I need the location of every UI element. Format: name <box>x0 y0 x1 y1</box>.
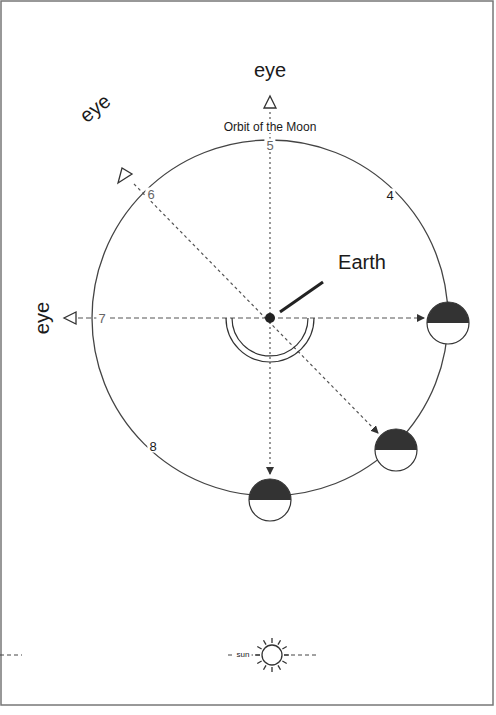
eye-symbol <box>264 96 276 108</box>
moon-phase <box>249 479 291 521</box>
moon-phase <box>375 429 417 471</box>
callout-number: 6 <box>145 188 156 201</box>
eye-label: eye <box>254 60 286 80</box>
sight-line <box>78 317 424 318</box>
callout-number: 4 <box>384 189 395 202</box>
horizon-arc <box>232 318 308 356</box>
horizon-arc <box>226 318 314 362</box>
sun-symbol <box>255 638 289 672</box>
callout-number: 7 <box>96 312 107 325</box>
sun-label: sun <box>235 651 252 659</box>
orbit-label: Orbit of the Moon <box>222 121 319 133</box>
eye-symbol <box>64 312 76 324</box>
earth-label: Earth <box>338 252 386 272</box>
frame <box>1 1 493 705</box>
earth-dot <box>265 313 275 323</box>
eye-label: eye <box>32 302 52 334</box>
sun-line <box>0 655 22 656</box>
sight-line <box>269 112 270 474</box>
callout-number: 5 <box>264 139 275 152</box>
eye-symbol <box>118 168 132 183</box>
leader-line <box>280 282 323 312</box>
callout-number: 8 <box>147 440 158 453</box>
moon-phase <box>427 302 469 344</box>
eye-label: eye <box>76 90 114 126</box>
sight-line <box>134 184 378 433</box>
